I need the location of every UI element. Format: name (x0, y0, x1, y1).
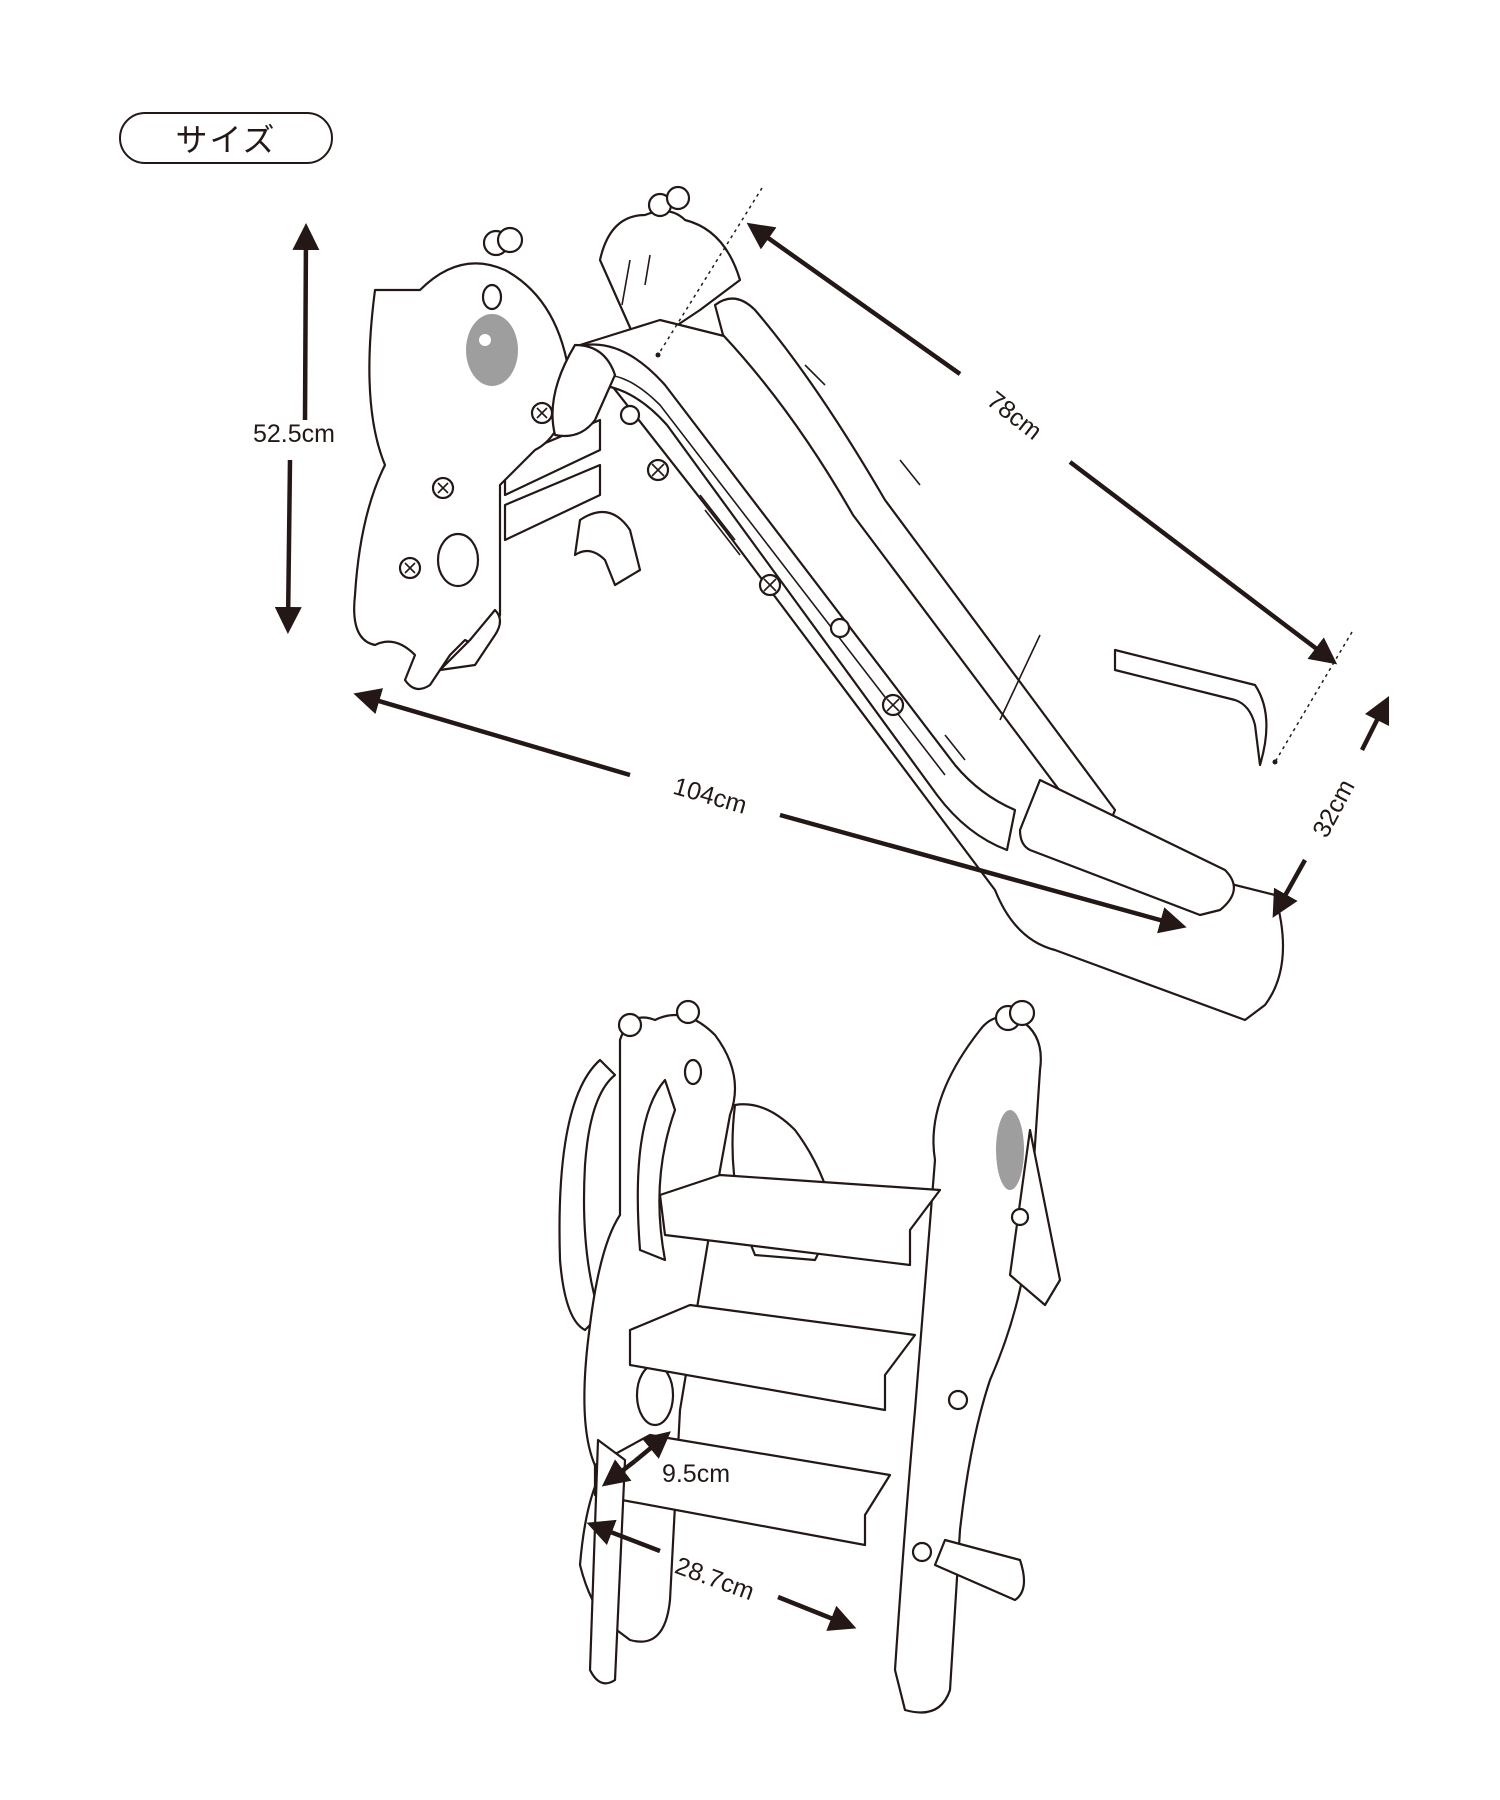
slide-front-view (558, 999, 1062, 1714)
giraffe-eye-icon (466, 314, 518, 386)
step-depth-label: 9.5cm (662, 1460, 730, 1488)
slide-side-view (353, 185, 1285, 1022)
step-depth-dimension: 9.5cm (601, 1431, 730, 1488)
screw-icon (619, 404, 905, 717)
step-width-label: 28.7cm (671, 1552, 758, 1606)
extension-line (657, 187, 763, 356)
extension-line (1274, 631, 1353, 763)
slide-length-label: 78cm (982, 386, 1047, 446)
height-label: 52.5cm (253, 420, 335, 448)
width-label: 32cm (1307, 775, 1360, 842)
width-dimension: 32cm (1272, 695, 1390, 918)
size-title-badge: サイズ (119, 112, 333, 164)
length-label: 104cm (670, 772, 750, 820)
height-dimension: 52.5cm (253, 223, 335, 634)
